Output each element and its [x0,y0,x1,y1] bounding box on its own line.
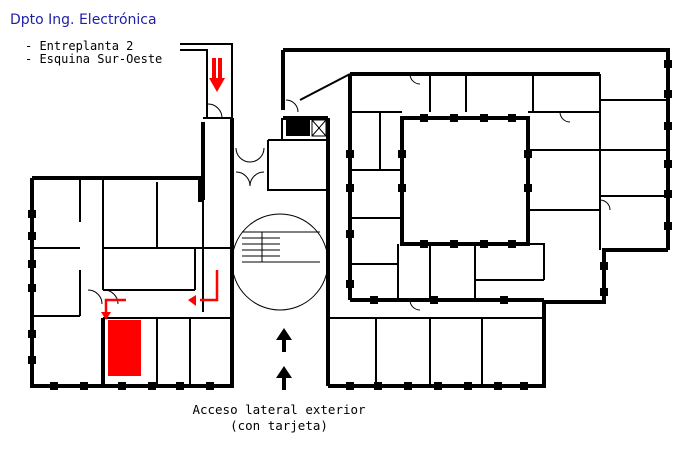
route-arrow-icon [104,270,219,314]
route-arrowheads [101,295,196,320]
elevator-icon [286,119,327,137]
highlighted-office [108,320,141,376]
corner-note: - Esquina Sur-Oeste [25,52,163,66]
access-sublabel: (con tarjeta) [230,418,328,433]
access-arrow-icon [276,328,292,390]
map-title: Dpto Ing. Electrónica [10,12,157,28]
window-markers [28,60,672,390]
entrance-arrow-icon [209,58,225,92]
floor-note: - Entreplanta 2 [25,39,134,53]
door-arc-icon [87,73,611,311]
access-label: Acceso lateral exterior [192,402,366,417]
staircase-icon [231,213,329,311]
interior-walls [32,43,668,384]
